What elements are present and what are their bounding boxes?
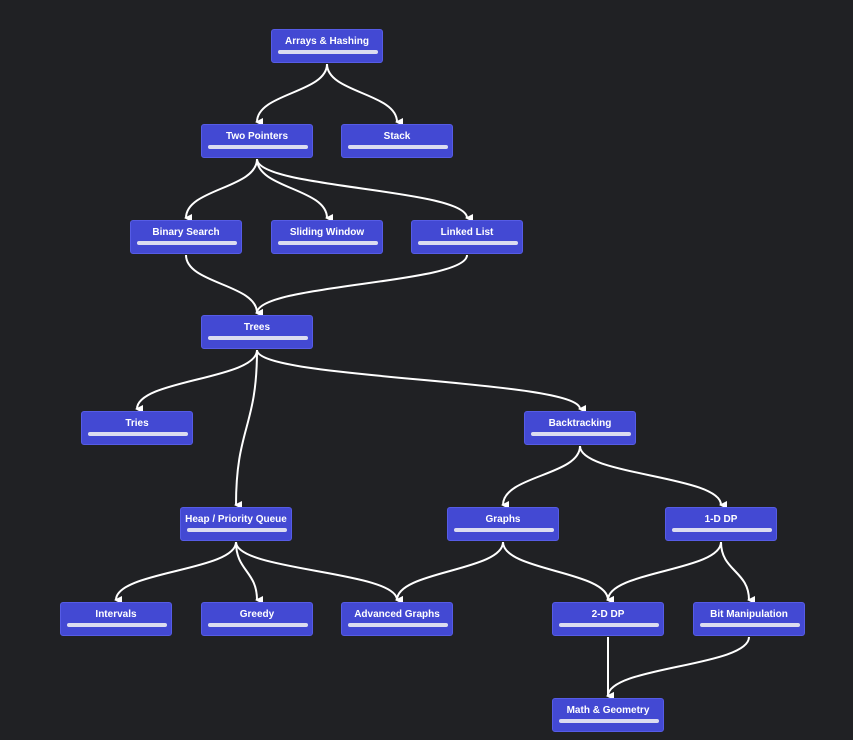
edge-two-pointers-to-binary-search: [184, 158, 258, 223]
node-label: Tries: [125, 418, 149, 429]
node-arrays-hashing[interactable]: Arrays & Hashing: [271, 29, 383, 63]
edge-trees-to-backtracking: [256, 349, 587, 413]
edge-heap-priority-queue-to-intervals: [114, 541, 237, 605]
node-label: Math & Geometry: [566, 705, 650, 716]
edge-trees-to-heap-priority-queue: [234, 349, 258, 510]
node-sliding-window[interactable]: Sliding Window: [271, 220, 383, 254]
progress-bar: [208, 336, 308, 340]
progress-bar: [454, 528, 554, 532]
edge-heap-priority-queue-to-greedy: [235, 541, 264, 604]
edge-trees-to-tries: [135, 349, 258, 414]
progress-bar: [348, 145, 448, 149]
node-label: 1-D DP: [704, 514, 738, 525]
progress-bar: [278, 50, 378, 54]
node-heap-priority-queue[interactable]: Heap / Priority Queue: [180, 507, 292, 541]
edge-one-d-dp-to-two-d-dp: [606, 541, 722, 605]
node-advanced-graphs[interactable]: Advanced Graphs: [341, 602, 453, 636]
progress-bar: [67, 623, 167, 627]
edge-arrays-hashing-to-stack: [326, 63, 404, 126]
edge-backtracking-to-graphs: [501, 445, 581, 510]
progress-bar: [559, 623, 659, 627]
node-label: Arrays & Hashing: [285, 36, 369, 47]
node-label: Bit Manipulation: [710, 609, 788, 620]
node-label: Stack: [383, 131, 411, 142]
node-label: 2-D DP: [591, 609, 625, 620]
node-backtracking[interactable]: Backtracking: [524, 411, 636, 445]
node-greedy[interactable]: Greedy: [201, 602, 313, 636]
node-label: Graphs: [485, 514, 521, 525]
node-label: Sliding Window: [289, 227, 365, 238]
node-label: Heap / Priority Queue: [185, 514, 287, 525]
progress-bar: [88, 432, 188, 436]
progress-bar: [208, 145, 308, 149]
node-label: Two Pointers: [225, 131, 289, 142]
progress-bar: [531, 432, 631, 436]
progress-bar: [559, 719, 659, 723]
node-2d-dp[interactable]: 2-D DP: [552, 602, 664, 636]
node-graphs[interactable]: Graphs: [447, 507, 559, 541]
node-label: Binary Search: [152, 227, 220, 238]
node-stack[interactable]: Stack: [341, 124, 453, 158]
node-linked-list[interactable]: Linked List: [411, 220, 523, 254]
progress-bar: [672, 528, 772, 532]
edge-one-d-dp-to-bit-manipulation: [720, 541, 756, 604]
node-label: Intervals: [95, 609, 137, 620]
edge-arrays-hashing-to-two-pointers: [255, 63, 328, 127]
node-label: Backtracking: [548, 418, 612, 429]
edge-binary-search-to-trees: [185, 254, 264, 317]
progress-bar: [700, 623, 800, 627]
node-label: Linked List: [440, 227, 494, 238]
progress-bar: [278, 241, 378, 245]
node-label: Advanced Graphs: [354, 609, 440, 620]
progress-bar: [418, 241, 518, 245]
edge-graphs-to-advanced-graphs: [395, 541, 504, 605]
progress-bar: [348, 623, 448, 627]
edge-linked-list-to-trees: [255, 254, 468, 318]
edge-backtracking-to-one-d-dp: [579, 445, 728, 509]
edge-two-pointers-to-linked-list: [256, 158, 474, 222]
node-1d-dp[interactable]: 1-D DP: [665, 507, 777, 541]
edge-two-pointers-to-sliding-window: [256, 158, 334, 222]
progress-bar: [137, 241, 237, 245]
edge-heap-priority-queue-to-advanced-graphs: [235, 541, 404, 604]
node-math-geometry[interactable]: Math & Geometry: [552, 698, 664, 732]
node-label: Trees: [243, 322, 271, 333]
progress-bar: [208, 623, 308, 627]
node-tries[interactable]: Tries: [81, 411, 193, 445]
edge-graphs-to-two-d-dp: [502, 541, 615, 604]
progress-bar: [187, 528, 287, 532]
node-bit-manipulation[interactable]: Bit Manipulation: [693, 602, 805, 636]
node-binary-search[interactable]: Binary Search: [130, 220, 242, 254]
node-trees[interactable]: Trees: [201, 315, 313, 349]
node-intervals[interactable]: Intervals: [60, 602, 172, 636]
edge-bit-manipulation-to-math-geometry: [606, 636, 750, 701]
node-label: Greedy: [239, 609, 275, 620]
node-two-pointers[interactable]: Two Pointers: [201, 124, 313, 158]
